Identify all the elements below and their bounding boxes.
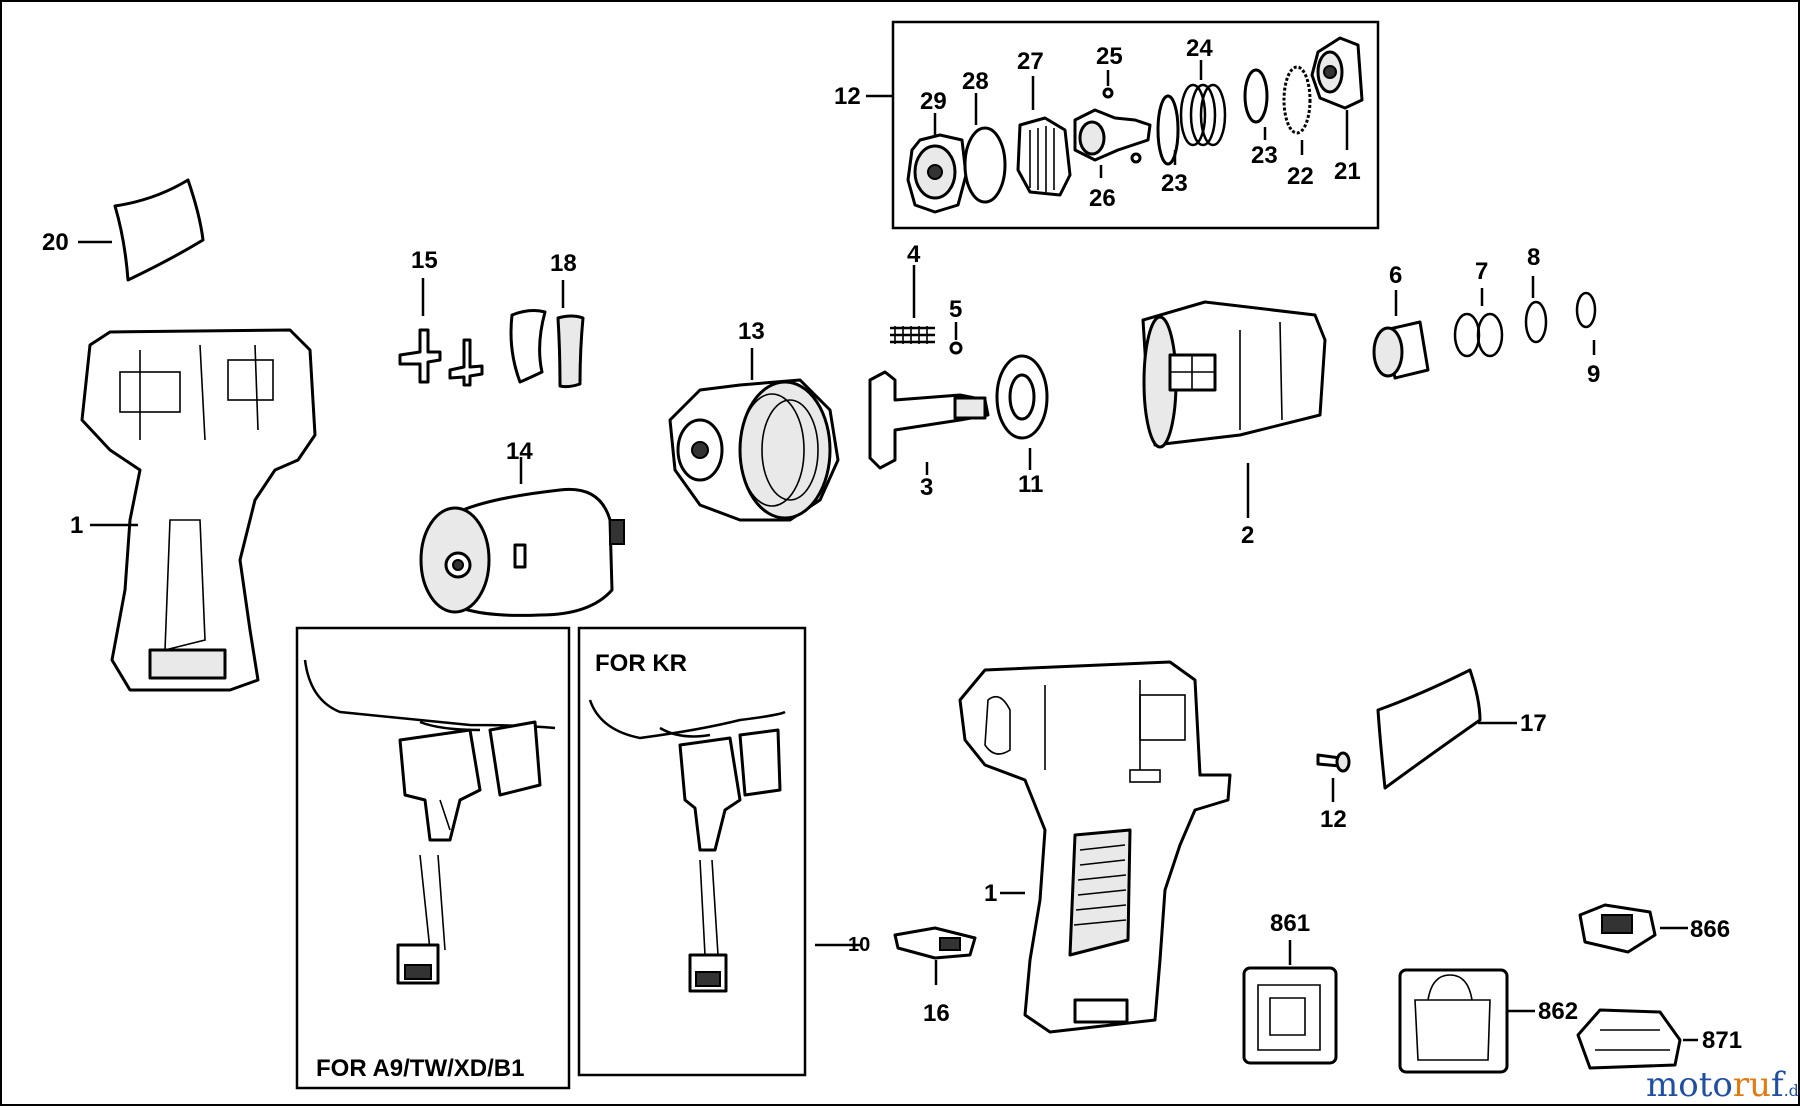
part-label-1-left: 1 [70,512,84,539]
part-16-clip [893,926,977,960]
watermark-suffix: .de [1783,1081,1800,1100]
part-label-861: 861 [1270,910,1311,937]
part-26-hammer [1073,108,1152,164]
assembly-box-12 [891,20,1380,230]
part-23-washer-b [1243,68,1269,124]
part-label-862: 862 [1538,998,1579,1025]
part-label-7: 7 [1475,258,1489,285]
part-label-871: 871 [1702,1027,1743,1054]
watermark-part-3: f [1771,1065,1784,1105]
part-label-23-right: 23 [1251,142,1278,169]
part-label-27: 27 [1017,48,1044,75]
part-18-magnet-a [509,309,547,384]
switch-box-kr-label: FOR KR [595,650,687,677]
part-label-4: 4 [907,241,921,268]
part-label-1-right: 1 [984,880,998,907]
part-1-housing-left [80,328,317,692]
part-label-25: 25 [1096,43,1123,70]
part-label-16: 16 [923,1000,950,1027]
part-label-26: 26 [1089,185,1116,212]
part-861-kit-box [1242,966,1338,1065]
part-862-tool-bag [1398,968,1509,1074]
part-label-8: 8 [1527,244,1541,271]
part-label-2: 2 [1241,522,1255,549]
part-28-ring [963,126,1007,204]
part-29-carrier [906,133,968,214]
part-label-5: 5 [949,296,963,323]
part-23-washer-a [1156,94,1180,166]
part-label-24: 24 [1186,35,1213,62]
part-25-ball [1102,87,1114,99]
part-label-22: 22 [1287,163,1314,190]
part-label-12-mid: 13 [738,318,765,345]
switch-box-kr [577,626,807,1077]
part-label-18: 18 [550,250,577,277]
part-label-15: 15 [411,247,438,274]
part-6-bushing [1372,320,1430,380]
watermark-part-2: ru [1732,1065,1771,1105]
part-22-bearing [1282,65,1312,135]
part-27-gear [1016,116,1072,197]
part-4-spring [890,326,935,344]
leader-lines [78,60,1698,1042]
part-label-9: 9 [1587,361,1601,388]
part-20-label [113,178,205,282]
part-14-motor [419,487,625,617]
part-11-washer [995,354,1049,440]
part-label-11: 11 [1018,471,1044,498]
part-label-14: 14 [506,438,533,465]
switch-a9-drawing [303,659,556,985]
watermark-logo: motoruf.de [1646,1068,1800,1102]
part-15-brush-holders [398,328,484,387]
part-3-anvil [868,370,990,470]
part-2-gear-case [1141,300,1327,449]
part-12-gear-assembly [668,378,840,522]
part-label-6: 6 [1389,262,1403,289]
part-label-13: 12 [1320,806,1347,833]
part-label-3: 3 [920,474,934,501]
part-label-21: 21 [1334,158,1361,185]
switch-box-a9 [295,626,571,1090]
part-8-ring [1524,300,1548,344]
part-1-housing-right [958,660,1232,1034]
part-871-charger [1576,1008,1682,1070]
part-17-label [1376,668,1482,790]
part-label-23-left: 23 [1161,170,1188,197]
part-13-screw [1316,751,1351,773]
part-18-magnet-b [556,314,585,389]
part-9-ring [1575,291,1597,329]
part-label-20: 20 [42,229,69,256]
part-label-866: 866 [1690,916,1731,943]
watermark-part-1: moto [1646,1065,1733,1105]
switch-box-a9-label: FOR A9/TW/XD/B1 [316,1055,525,1082]
part-label-10: 10 [848,934,871,956]
part-label-29: 29 [920,88,947,115]
switch-kr-drawing [588,699,786,993]
part-label-17: 17 [1520,710,1547,737]
part-7-o-rings [1453,312,1504,358]
part-label-12-top: 12 [834,83,861,110]
part-866-battery [1578,903,1657,954]
part-21-anvil-cap [1310,36,1364,110]
part-5-ball [949,341,963,355]
part-label-28: 28 [962,68,989,95]
part-24-spring [1179,83,1227,147]
